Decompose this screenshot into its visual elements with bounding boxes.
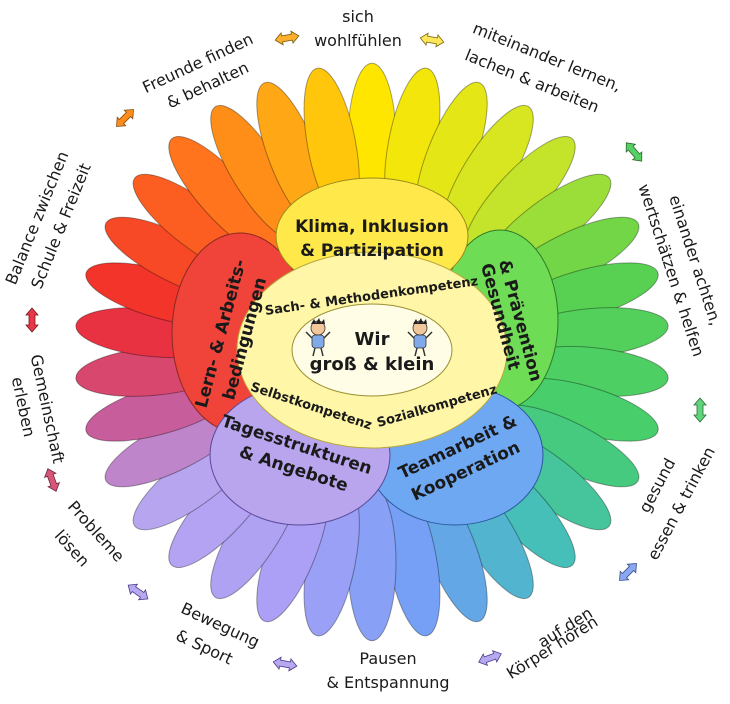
label-koerper-2: Körper hören xyxy=(503,612,601,683)
center-subtitle: groß & klein xyxy=(310,354,435,375)
center-circle xyxy=(291,303,453,397)
label-pausen-1: Pausen xyxy=(359,649,416,668)
double-arrow-icon xyxy=(272,656,298,672)
double-arrow-icon xyxy=(274,30,300,46)
double-arrow-icon xyxy=(116,109,134,127)
double-arrow-icon xyxy=(693,397,707,423)
label-pausen-2: & Entspannung xyxy=(326,673,449,692)
double-arrow-icon xyxy=(127,583,149,601)
double-arrow-icon xyxy=(478,649,502,667)
double-arrow-icon xyxy=(43,468,61,492)
double-arrow-icon xyxy=(619,563,637,581)
segment-top-label-1: Klima, Inklusion xyxy=(295,217,449,237)
double-arrow-icon xyxy=(25,307,39,333)
label-wohlfuehlen-1: sich xyxy=(342,7,374,26)
segment-top-label-2: & Partizipation xyxy=(300,241,444,261)
label-wohlfuehlen-2: wohlfühlen xyxy=(314,31,402,50)
child-figure-left-icon xyxy=(305,318,331,357)
double-arrow-icon xyxy=(625,142,643,162)
arrow-group xyxy=(25,30,707,672)
double-arrow-icon xyxy=(419,32,445,48)
center-title: Wir xyxy=(355,329,390,350)
child-figure-right-icon xyxy=(407,318,433,357)
